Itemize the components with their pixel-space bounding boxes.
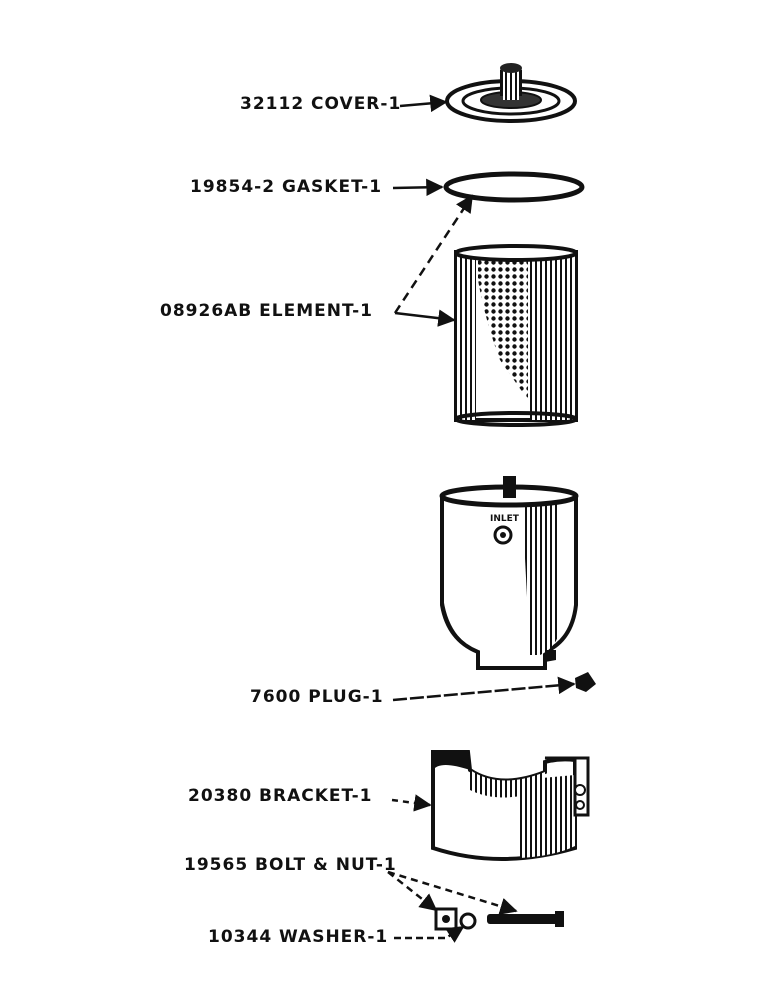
gasket-label: 19854-2 GASKET-1 xyxy=(190,177,383,197)
cover-leader xyxy=(399,94,448,113)
inlet-marking: INLET xyxy=(490,514,520,524)
bolt-and-nut-part xyxy=(434,907,564,931)
element-gasket-leader xyxy=(393,194,474,314)
plug-part xyxy=(575,672,596,692)
leader-lines xyxy=(387,94,576,943)
plug-label: 7600 PLUG-1 xyxy=(250,687,384,707)
washer-part xyxy=(459,912,477,930)
washer-label: 10344 WASHER-1 xyxy=(208,927,389,947)
cover-part xyxy=(445,63,577,123)
bracket-part xyxy=(431,750,590,861)
bracket-label: 20380 BRACKET-1 xyxy=(188,786,373,806)
bracket-leader xyxy=(391,794,432,812)
filter-element-part xyxy=(454,244,578,427)
element-leader xyxy=(394,309,456,327)
bolt-nut-label: 19565 BOLT & NUT-1 xyxy=(184,855,397,875)
gasket-part xyxy=(443,171,585,203)
cover-label: 32112 COVER-1 xyxy=(240,94,402,114)
gasket-leader xyxy=(392,178,444,197)
plug-leader xyxy=(392,676,576,702)
washer-leader xyxy=(394,925,465,943)
element-label: 08926AB ELEMENT-1 xyxy=(160,301,373,321)
filter-bowl-part xyxy=(439,476,579,670)
bolt-leader xyxy=(387,871,438,912)
nut-leader xyxy=(387,870,518,915)
